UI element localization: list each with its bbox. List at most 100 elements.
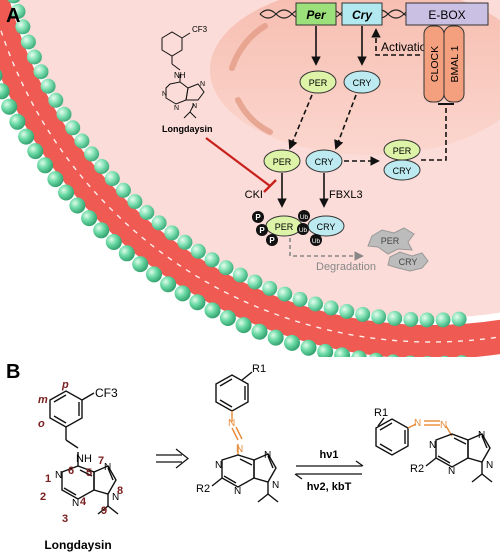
svg-text:P: P — [269, 236, 275, 245]
membrane-bead — [69, 197, 86, 214]
longdaysin-label-a: Longdaysin — [162, 124, 213, 134]
svg-text:N: N — [264, 450, 271, 461]
svg-text:N: N — [234, 486, 241, 497]
membrane-bead — [27, 143, 44, 160]
ubiquitinated-cry: CRY Ub Ub Ub — [297, 210, 345, 246]
longdaysin-structure — [49, 390, 119, 515]
membrane-bead — [423, 356, 432, 357]
svg-text:5: 5 — [86, 467, 92, 479]
activation-label: Activation — [381, 40, 433, 54]
svg-text:CF3: CF3 — [192, 25, 208, 34]
membrane-bead — [284, 334, 300, 351]
svg-text:P: P — [255, 213, 261, 222]
svg-text:N: N — [174, 105, 179, 112]
membrane-bead — [37, 157, 54, 174]
membrane-inner-beads — [7, 0, 467, 328]
membrane-bead — [218, 260, 234, 276]
membrane-bead — [204, 302, 221, 319]
inhibition-arrow — [205, 137, 271, 187]
cki-label: CKI — [245, 189, 263, 201]
svg-text:CRY: CRY — [315, 157, 334, 167]
membrane-bead — [267, 329, 284, 346]
per-gene-box: Per — [295, 2, 337, 26]
svg-text:6: 6 — [68, 465, 74, 477]
forward-condition: hν1 — [320, 449, 339, 461]
membrane-bead — [127, 194, 143, 210]
membrane-bead — [251, 323, 268, 340]
membrane-bead — [419, 312, 435, 328]
svg-text:R1: R1 — [374, 407, 388, 419]
svg-text:3: 3 — [62, 513, 68, 525]
membrane-bead — [387, 310, 403, 326]
degradation-label: Degradation — [316, 261, 376, 273]
membrane-bead — [0, 83, 10, 100]
svg-text:p: p — [61, 379, 69, 391]
svg-text:Per: Per — [306, 8, 327, 22]
membrane-bead — [371, 309, 387, 325]
membrane-bead — [84, 146, 100, 162]
membrane-bead — [15, 19, 31, 35]
membrane-bead — [105, 234, 122, 250]
svg-text:1: 1 — [45, 473, 51, 485]
membrane-bead — [435, 312, 451, 328]
membrane-core — [0, 0, 500, 357]
membrane-bead — [48, 92, 64, 108]
longdaysin-structure-small — [161, 31, 205, 119]
cis-azo-structure — [375, 417, 493, 483]
membrane-bead — [232, 267, 248, 283]
membrane-bead — [456, 355, 468, 357]
svg-text:N: N — [192, 103, 197, 110]
svg-text:N: N — [478, 430, 485, 441]
membrane-bead — [132, 256, 149, 273]
svg-text:8: 8 — [117, 485, 123, 497]
membrane-bead — [20, 34, 36, 50]
svg-text:Ub: Ub — [299, 227, 308, 234]
svg-text:CRY: CRY — [353, 78, 372, 88]
membrane-bead — [317, 343, 334, 357]
svg-text:PER: PER — [275, 222, 294, 232]
svg-text:E-BOX: E-BOX — [428, 8, 465, 22]
svg-text:N: N — [228, 418, 235, 429]
clock-bmal1-complex: CLOCK BMAL 1 — [423, 25, 465, 103]
longdaysin-label-b: Longdaysin — [44, 538, 111, 552]
svg-text:PER: PER — [309, 78, 328, 88]
svg-text:N: N — [440, 420, 447, 431]
svg-text:N: N — [486, 460, 493, 471]
panel-b-label: B — [6, 361, 20, 383]
svg-text:N: N — [72, 498, 79, 509]
membrane-bead — [146, 266, 162, 283]
membrane-bead — [339, 304, 355, 319]
per-protein-1: PER — [299, 70, 337, 94]
svg-text:NH: NH — [76, 453, 92, 465]
per-protein-2: PER — [263, 149, 301, 173]
membrane-bead — [160, 276, 177, 293]
membrane-bead — [40, 78, 56, 94]
svg-text:2: 2 — [40, 491, 46, 503]
membrane-bead — [151, 215, 167, 231]
membrane-bead — [451, 311, 467, 327]
fbxl3-label: FBXL3 — [329, 189, 363, 201]
design-arrow — [156, 448, 189, 469]
svg-text:CLOCK: CLOCK — [429, 46, 441, 82]
cry-protein-2: CRY — [305, 149, 343, 173]
panel-a: A Per Cry E-BOX Activation CLOCK — [0, 0, 500, 357]
degraded-cry-fragment: CRY — [387, 251, 429, 272]
membrane-bead — [235, 317, 252, 334]
cry-gene-box: Cry — [341, 2, 383, 26]
membrane-bead — [56, 106, 72, 122]
membrane-bead — [115, 182, 131, 198]
membrane-bead — [247, 274, 263, 290]
membrane-bead — [33, 64, 49, 80]
membrane-bead — [0, 69, 3, 82]
membrane-bead — [10, 4, 26, 19]
membrane-bead — [351, 350, 367, 357]
membrane-bead — [334, 347, 351, 357]
svg-text:PER: PER — [393, 146, 412, 156]
svg-text:CRY: CRY — [317, 222, 336, 232]
membrane-bead — [405, 355, 415, 357]
membrane-bead — [403, 312, 419, 327]
membrane-bead — [219, 310, 236, 326]
svg-text:4: 4 — [80, 496, 87, 508]
membrane-bead — [93, 222, 110, 239]
